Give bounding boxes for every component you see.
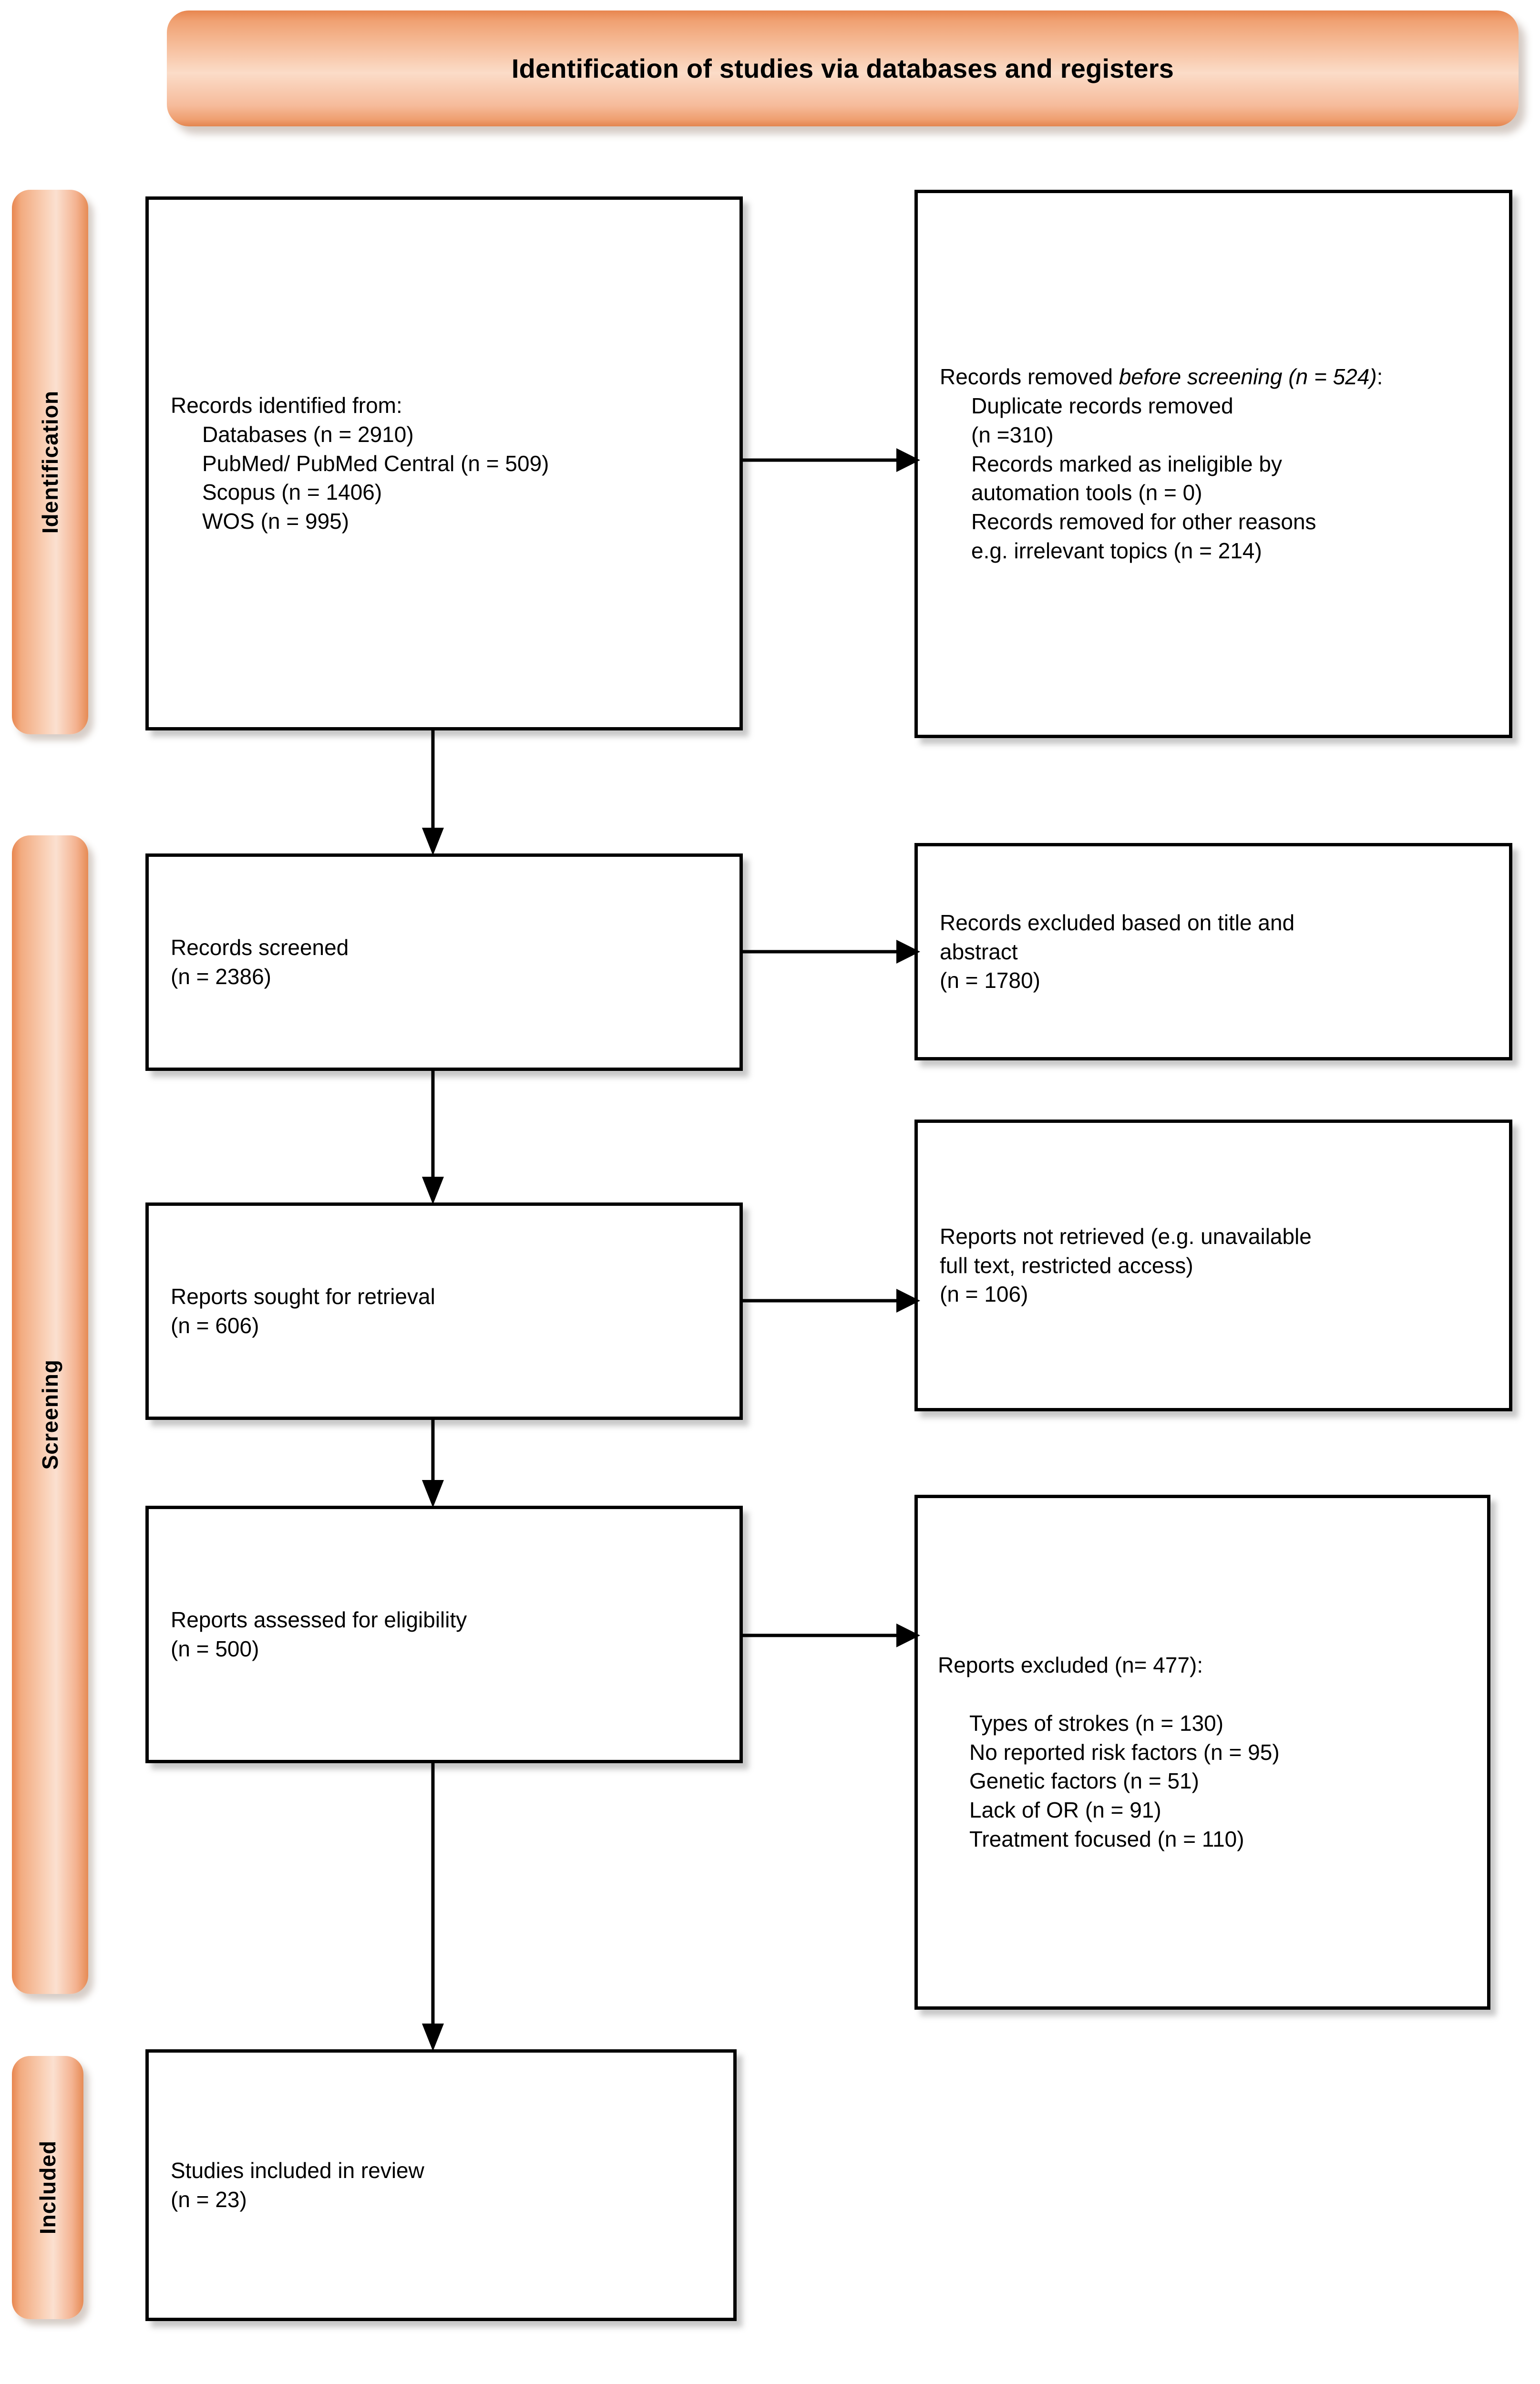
- box-records-screened: Records screened (n = 2386): [145, 853, 743, 1071]
- reports-not-retrieved-count: (n = 106): [940, 1282, 1028, 1307]
- arrow-right-assessed-to-excluded-reasons: [743, 1621, 920, 1650]
- arrow-right-sought-to-not-retrieved: [743, 1286, 920, 1315]
- reports-sought-count: (n = 606): [171, 1313, 259, 1338]
- stage-tab-identification-label: Identification: [38, 390, 62, 534]
- records-removed-item-ineligible-1: Records marked as ineligible by: [971, 451, 1282, 476]
- arrow-right-identified-to-removed: [743, 446, 920, 474]
- reports-excluded-heading: Reports excluded (n= 477):: [938, 1653, 1203, 1678]
- box-records-identified: Records identified from: Databases (n = …: [145, 196, 743, 730]
- records-removed-heading-suffix: :: [1376, 364, 1383, 390]
- records-identified-heading: Records identified from:: [171, 393, 402, 418]
- arrow-head-icon: [896, 1289, 920, 1313]
- arrow-stem: [743, 1634, 896, 1637]
- records-identified-item-wos: WOS (n = 995): [202, 509, 349, 534]
- records-screened-count: (n = 2386): [171, 964, 271, 989]
- box-studies-included-in-review: Studies included in review (n = 23): [145, 2049, 737, 2321]
- box-records-excluded-title-abstract: Records excluded based on title and abst…: [914, 843, 1512, 1060]
- records-identified-item-scopus: Scopus (n = 1406): [202, 480, 382, 505]
- records-excluded-line2: abstract: [940, 939, 1018, 964]
- arrow-down-screened-to-sought: [419, 1071, 447, 1204]
- records-removed-item-ineligible-2: automation tools (n = 0): [971, 480, 1202, 505]
- reports-excluded-item-no-risk-factors: No reported risk factors (n = 95): [969, 1739, 1280, 1765]
- stage-tab-included-label: Included: [35, 2140, 60, 2235]
- arrow-stem: [743, 950, 896, 954]
- arrow-down-sought-to-assessed: [419, 1420, 447, 1508]
- reports-sought-label: Reports sought for retrieval: [171, 1284, 435, 1309]
- reports-assessed-label: Reports assessed for eligibility: [171, 1607, 467, 1633]
- arrow-head-icon: [422, 1480, 444, 1508]
- records-removed-item-other-2: e.g. irrelevant topics (n = 214): [971, 538, 1262, 563]
- reports-not-retrieved-line1: Reports not retrieved (e.g. unavailable: [940, 1223, 1312, 1249]
- arrow-head-icon: [896, 448, 920, 472]
- records-removed-item-duplicates-n: (n =310): [971, 422, 1054, 447]
- stage-tab-included: Included: [12, 2056, 83, 2319]
- arrow-head-icon: [422, 828, 444, 855]
- stage-tab-screening-label: Screening: [38, 1359, 62, 1470]
- arrow-right-screened-to-excluded: [743, 937, 920, 966]
- arrow-stem: [431, 1420, 435, 1480]
- arrow-head-icon: [422, 2024, 444, 2051]
- records-removed-heading-italic: before screening (n = 524): [1119, 364, 1377, 390]
- studies-included-count: (n = 23): [171, 2187, 247, 2212]
- reports-excluded-item-types-of-strokes: Types of strokes (n = 130): [969, 1710, 1224, 1736]
- studies-included-label: Studies included in review: [171, 2158, 424, 2183]
- reports-not-retrieved-line2: full text, restricted access): [940, 1253, 1193, 1278]
- records-removed-heading-prefix: Records removed: [940, 364, 1119, 390]
- arrow-stem: [431, 1071, 435, 1177]
- diagram-header-banner: Identification of studies via databases …: [167, 10, 1519, 126]
- arrow-head-icon: [896, 1624, 920, 1647]
- stage-tab-screening: Screening: [12, 835, 88, 1994]
- arrow-head-icon: [896, 940, 920, 964]
- records-removed-heading: Records removed before screening (n = 52…: [940, 362, 1487, 391]
- box-reports-excluded-reasons: Reports excluded (n= 477): Types of stro…: [914, 1495, 1490, 2010]
- box-reports-not-retrieved: Reports not retrieved (e.g. unavailable …: [914, 1120, 1512, 1411]
- records-removed-item-duplicates: Duplicate records removed: [971, 393, 1233, 419]
- arrow-down-assessed-to-included: [419, 1763, 447, 2051]
- reports-excluded-spacer: [938, 1680, 1467, 1709]
- arrow-head-icon: [422, 1177, 444, 1204]
- reports-excluded-item-genetic-factors: Genetic factors (n = 51): [969, 1768, 1199, 1794]
- box-reports-assessed-for-eligibility: Reports assessed for eligibility (n = 50…: [145, 1506, 743, 1763]
- records-excluded-count: (n = 1780): [940, 968, 1040, 993]
- arrow-stem: [431, 1763, 435, 2024]
- arrow-stem: [743, 458, 896, 462]
- reports-excluded-item-treatment-focused: Treatment focused (n = 110): [969, 1826, 1244, 1851]
- stage-tab-identification: Identification: [12, 190, 88, 734]
- box-reports-sought-for-retrieval: Reports sought for retrieval (n = 606): [145, 1202, 743, 1420]
- records-excluded-line1: Records excluded based on title and: [940, 910, 1295, 935]
- records-identified-item-databases: Databases (n = 2910): [202, 421, 414, 447]
- arrow-down-identified-to-screened: [419, 730, 447, 855]
- diagram-title: Identification of studies via databases …: [511, 53, 1174, 83]
- records-identified-item-pubmed: PubMed/ PubMed Central (n = 509): [202, 451, 549, 476]
- arrow-stem: [743, 1299, 896, 1303]
- records-removed-item-other-1: Records removed for other reasons: [971, 509, 1316, 534]
- box-records-removed-before-screening: Records removed before screening (n = 52…: [914, 190, 1512, 738]
- records-screened-label: Records screened: [171, 935, 349, 960]
- reports-assessed-count: (n = 500): [171, 1636, 259, 1661]
- reports-excluded-item-lack-of-or: Lack of OR (n = 91): [969, 1798, 1161, 1823]
- arrow-stem: [431, 730, 435, 828]
